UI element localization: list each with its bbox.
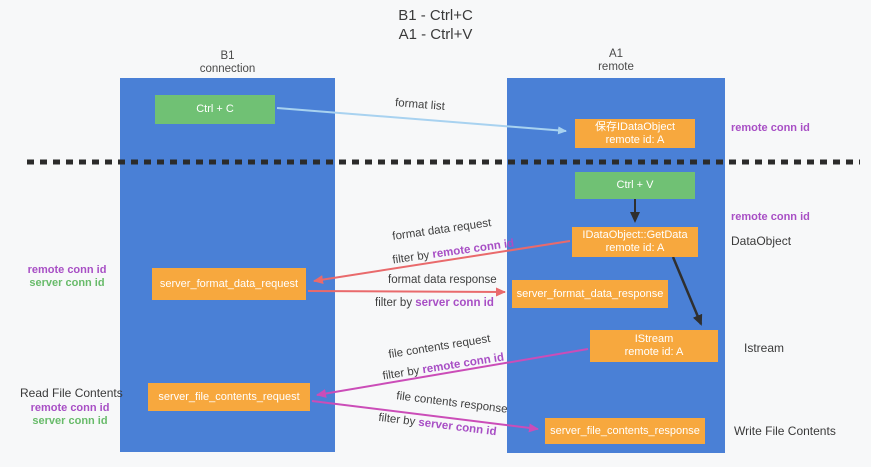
filter-prefix-4: filter by (377, 411, 420, 429)
diagram-title: B1 - Ctrl+C A1 - Ctrl+V (0, 6, 871, 44)
label-write-file-contents: Write File Contents (734, 424, 836, 438)
node-save-idataobject-line2: remote id: A (605, 133, 665, 146)
label-left-remote-conn-id-bottom: remote conn id (30, 402, 110, 414)
node-istream: IStream remote id: A (590, 330, 718, 362)
edge-label-format-data-request: format data request (391, 217, 493, 243)
node-istream-line1: IStream (634, 333, 674, 345)
node-idataobject-getdata: IDataObject::GetData remote id: A (572, 227, 698, 257)
label-left-server-conn-id-mid: server conn id (29, 276, 105, 289)
title-line-1: B1 - Ctrl+C (398, 7, 473, 24)
lane-b1-subtitle: connection (199, 63, 256, 75)
node-server-format-data-request: server_format_data_request (152, 268, 306, 300)
node-save-idataobject-line1: 保存IDataObject (594, 120, 676, 133)
filter-prefix-1: filter by (391, 248, 434, 267)
filter-prefix-3: filter by (381, 364, 424, 383)
edge-label-format-list: format list (394, 97, 446, 113)
edge-label-file-contents-response: file contents response (395, 390, 509, 416)
node-file-request-label: server_file_contents_request (158, 390, 300, 403)
filter-remote-conn-id-1: remote conn id (431, 237, 515, 261)
title-line-2: A1 - Ctrl+V (398, 26, 473, 43)
filter-server-conn-id-2: server conn id (417, 416, 498, 439)
node-ctrl-v-label: Ctrl + V (616, 179, 654, 191)
node-ctrl-c-label: Ctrl + C (196, 103, 234, 115)
node-ctrl-c: Ctrl + C (155, 95, 275, 124)
node-save-idataobject: 保存IDataObject remote id: A (575, 119, 695, 148)
node-server-file-contents-request: server_file_contents_request (148, 383, 310, 411)
node-format-request-label: server_format_data_request (159, 277, 299, 290)
edge-label-filter-remote-1: filter by remote conn id (392, 238, 515, 267)
filter-prefix-2: filter by (375, 297, 416, 309)
node-server-file-contents-response: server_file_contents_response (545, 418, 705, 444)
lane-a1-subtitle: remote (598, 61, 634, 73)
label-dataobject: DataObject (731, 234, 792, 248)
label-conn-id-pair-bottom: remote conn id server conn id (25, 402, 115, 427)
lane-b1-title: B1 (220, 50, 235, 62)
label-remote-conn-id-mid: remote conn id (731, 211, 810, 223)
node-ctrl-v: Ctrl + V (575, 172, 695, 199)
label-read-file-contents: Read File Contents (20, 386, 123, 400)
node-server-format-data-response: server_format_data_response (512, 280, 668, 308)
label-istream: Istream (744, 341, 785, 355)
arrow-format-data-response (307, 287, 506, 297)
filter-remote-conn-id-2: remote conn id (421, 351, 505, 377)
label-remote-conn-id-top: remote conn id (731, 122, 810, 134)
node-format-response-label: server_format_data_response (516, 287, 664, 300)
lane-header-a1: A1 remote (507, 48, 725, 74)
label-left-server-conn-id-bottom: server conn id (32, 414, 108, 427)
node-getdata-line1: IDataObject::GetData (582, 229, 688, 241)
edge-label-filter-server-1: filter by server conn id (375, 297, 494, 309)
edge-label-format-data-response: format data response (388, 274, 497, 286)
lane-a1-title: A1 (608, 48, 624, 60)
edge-label-filter-server-2: filter by server conn id (378, 412, 497, 438)
label-conn-id-pair-mid: remote conn id server conn id (22, 264, 112, 289)
filter-server-conn-id-1: server conn id (415, 297, 494, 309)
node-getdata-line2: remote id: A (605, 242, 665, 254)
node-istream-line2: remote id: A (624, 346, 684, 358)
node-file-response-label: server_file_contents_response (550, 424, 700, 437)
lane-header-b1: B1 connection (120, 50, 335, 76)
label-left-remote-conn-id-mid: remote conn id (27, 264, 107, 276)
